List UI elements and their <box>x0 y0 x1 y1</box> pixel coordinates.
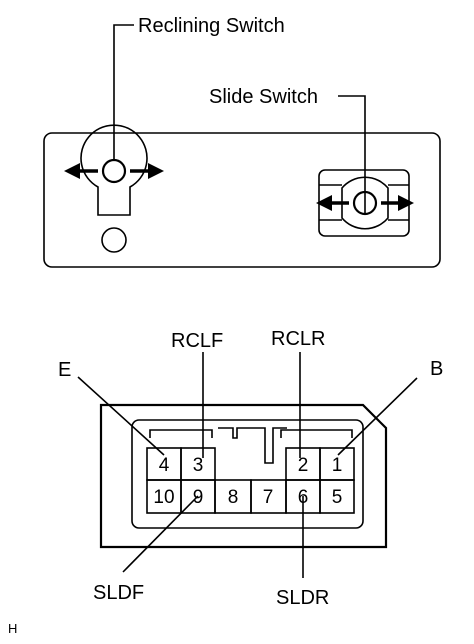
pin-9: 9 <box>193 487 204 508</box>
leader-e <box>77 376 165 456</box>
connector-inner-face <box>131 419 364 529</box>
switch-panel: Reclining Switch Slide Switch <box>43 15 441 268</box>
connector: 4 3 2 1 10 9 8 7 6 5 E RCLF RCLR B SLDF … <box>58 328 443 609</box>
slide-switch-knob <box>341 176 389 230</box>
leader-b <box>337 377 418 456</box>
leader-sldf <box>122 495 199 573</box>
slide-switch <box>316 169 414 237</box>
callout-rclf: RCLF <box>171 330 223 352</box>
corner-mark: H <box>8 621 17 636</box>
callout-e: E <box>58 359 71 381</box>
slide-left-arrow-icon <box>316 195 349 211</box>
connector-outer-housing <box>99 403 388 549</box>
pin-5: 5 <box>332 487 343 508</box>
connector-key-notch <box>218 427 287 464</box>
slide-right-arrow-icon <box>381 195 414 211</box>
pin-10: 10 <box>153 487 174 508</box>
callout-sldr: SLDR <box>276 587 329 609</box>
reclining-switch-label: Reclining Switch <box>138 15 285 37</box>
reclining-switch-hole <box>101 227 127 253</box>
terminal-guide-right <box>280 429 353 438</box>
slide-leader-line <box>338 95 366 215</box>
pin-4: 4 <box>159 455 170 476</box>
slide-switch-label: Slide Switch <box>209 86 318 108</box>
pin-8: 8 <box>228 487 239 508</box>
pin-2: 2 <box>298 455 309 476</box>
callout-rclr: RCLR <box>271 328 325 350</box>
connector-bottom-row <box>146 479 355 514</box>
pin-3: 3 <box>193 455 204 476</box>
terminal-guide-left <box>149 429 213 438</box>
reclining-switch <box>64 124 164 253</box>
reclining-right-arrow-icon <box>130 163 164 179</box>
pin-7: 7 <box>263 487 274 508</box>
pin-1: 1 <box>332 455 343 476</box>
reclining-switch-knob <box>80 124 148 216</box>
callout-b: B <box>430 358 443 380</box>
callout-sldf: SLDF <box>93 582 144 604</box>
switch-panel-outline <box>43 132 441 268</box>
reclining-leader-line <box>113 24 134 160</box>
reclining-left-arrow-icon <box>64 163 98 179</box>
reclining-switch-center <box>101 158 127 184</box>
connector-top-row <box>146 447 355 481</box>
